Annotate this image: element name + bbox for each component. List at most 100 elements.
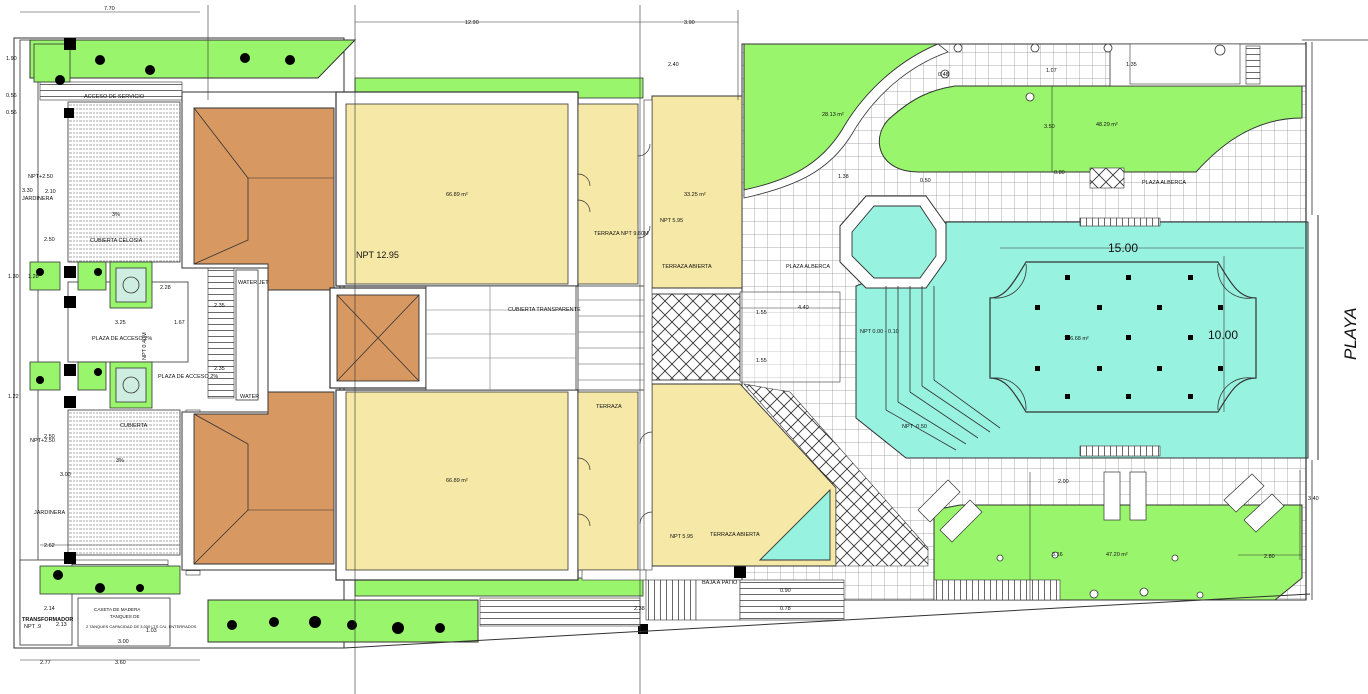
- dim-122: 1.22: [8, 394, 19, 400]
- pool-length: 10.00: [1208, 328, 1238, 342]
- dimension-lines: [20, 5, 1304, 694]
- dim-250b: 2.50: [44, 434, 55, 440]
- label-playa: PLAYA: [1341, 307, 1360, 360]
- label-transformador: TRANSFORMADOR: [22, 617, 73, 623]
- lounge-chairs: [917, 471, 1285, 543]
- dim-214: 2.14: [44, 606, 55, 612]
- site-boundary: [343, 39, 1368, 649]
- label-tanque-detail: 2 TANQUES CAPACIDAD DE 3,000 LTS C/U, EN…: [86, 624, 197, 629]
- dim-130: 1.30: [8, 274, 19, 280]
- label-terraza-npt: TERRAZA NPT 9.60M: [594, 231, 649, 237]
- label-npt-250a: NPT+2.50: [28, 174, 53, 180]
- label-water-jet: WATER JET: [238, 280, 269, 286]
- label-area-2813: 28.13 m²: [822, 112, 844, 118]
- right-gardens: [743, 43, 1307, 601]
- dim-340: 3.40: [1308, 496, 1319, 502]
- dim-360: 3.60: [115, 660, 126, 666]
- dim-300b: 3.00: [118, 639, 129, 645]
- label-npt-595a: NPT 5.95: [660, 218, 683, 224]
- label-terraza-abierta-a: TERRAZA ABIERTA: [662, 264, 712, 270]
- dim-210: 2.10: [45, 189, 56, 195]
- label-jardinera-a: JARDINERA: [22, 196, 54, 202]
- dim-235b: 2.35: [214, 366, 225, 372]
- garden-plants: [940, 43, 1226, 599]
- dim-200: 2.00: [1058, 479, 1069, 485]
- dim-190: 1.90: [6, 56, 17, 62]
- label-jardinera-b: JARDINERA: [34, 510, 66, 516]
- label-pct: 3%: [112, 212, 120, 218]
- dim-078: 0.78: [780, 606, 791, 612]
- pool-jets: [1035, 275, 1223, 399]
- label-npt-pool: NPT 0.00 - 0.10: [860, 329, 899, 335]
- dim-080: 0.80: [1054, 170, 1065, 176]
- label-npt-250b: NPT+2.50: [30, 438, 55, 444]
- dim-155b: 1.55: [756, 358, 767, 364]
- dim-top-right: 3.90: [684, 20, 695, 26]
- label-area-6689a: 66.89 m²: [446, 192, 468, 198]
- dim-107: 1.07: [1046, 68, 1057, 74]
- dim-350: 3.50: [1044, 124, 1055, 130]
- dim-262: 2.62: [44, 543, 55, 549]
- label-npt-595b: NPT 5.95: [670, 534, 693, 540]
- label-area-4720: 47.20 m²: [1106, 552, 1128, 558]
- label-cubierta-celosia: CUBIERTA CELOSIA: [90, 238, 143, 244]
- dim-top-mid: 12.90: [465, 20, 479, 26]
- dim-top-left: 7.70: [104, 6, 115, 12]
- columns: [64, 38, 746, 634]
- label-area-6689b: 66.89 m²: [446, 478, 468, 484]
- dim-213: 2.13: [56, 622, 67, 628]
- label-cubierta: CUBIERTA: [120, 423, 148, 429]
- dim-440: 4.40: [798, 305, 809, 311]
- label-acceso-servicio: ACCESO DE SERVICIO: [84, 94, 145, 100]
- dim-228: 2.28: [160, 285, 171, 291]
- dim-240: 2.40: [668, 62, 679, 68]
- label-area-17668: 176.68 m²: [1064, 336, 1089, 342]
- dim-056b: 0.56: [6, 110, 17, 116]
- label-npt-1295: NPT 12.95: [356, 250, 399, 260]
- main-house: [335, 91, 929, 627]
- dim-316: 3.16: [1052, 552, 1063, 558]
- label-plaza-alberca-a: PLAZA ALBERCA: [1142, 180, 1186, 186]
- label-terraza-abierta-b: TERRAZA ABIERTA: [710, 532, 760, 538]
- label-pct-b: 3%: [116, 458, 124, 464]
- label-area-3325: 33.25 m²: [684, 192, 706, 198]
- dim-277: 2.77: [40, 660, 51, 666]
- area-labels: ACCESO DE SERVICIO NPT+2.50 JARDINERA 3%…: [22, 94, 1186, 630]
- roof-left: [181, 91, 427, 571]
- dimension-texts: 7.70 12.90 3.90 2.40 1.90 0.56 0.56 1.07…: [6, 6, 1319, 666]
- dim-330: 3.30: [22, 188, 33, 194]
- label-plaza-alberca-b: PLAZA ALBERCA: [786, 264, 830, 270]
- left-gardens: [29, 39, 644, 643]
- dim-155a: 1.55: [756, 310, 767, 316]
- pool-width: 15.00: [1108, 241, 1138, 255]
- dim-048: 0.48: [938, 72, 949, 78]
- dim-167: 1.67: [174, 320, 185, 326]
- dim-325: 3.25: [115, 320, 126, 326]
- dim-103: 1.03: [146, 628, 157, 634]
- dim-135: 1.35: [1126, 62, 1137, 68]
- dim-300: 3.00: [60, 472, 71, 478]
- label-water: WATER: [240, 394, 259, 400]
- label-cubierta-transparente: CUBIERTA TRANSPARENTE: [508, 307, 581, 313]
- pool-dimensions: 15.00 10.00: [1108, 241, 1238, 342]
- label-terraza: TERRAZA: [596, 404, 622, 410]
- label-plaza-acceso-b: PLAZA DE ACCESO 2%: [158, 374, 218, 380]
- dim-090: 0.90: [780, 588, 791, 594]
- dim-235a: 2.35: [214, 303, 225, 309]
- label-tanques: TANQUES DE: [110, 614, 140, 619]
- label-area-4829: 48.29 m²: [1096, 122, 1118, 128]
- label-caseta: CASETA DE MADERA: [94, 607, 141, 612]
- dim-128: 1.28: [28, 274, 39, 280]
- pool: [839, 195, 1309, 459]
- dim-250a: 2.50: [44, 237, 55, 243]
- dim-056a: 0.56: [6, 93, 17, 99]
- label-plaza-acceso-a: PLAZA DE ACCESO 2%: [92, 336, 152, 342]
- label-npt-9: NPT .9: [24, 624, 41, 630]
- doors: [577, 143, 653, 527]
- dim-050: 0.50: [920, 178, 931, 184]
- label-bajada-patio: BAJA A PATIO: [702, 580, 738, 586]
- dim-238: 2.38: [634, 606, 645, 612]
- label-npt-050: NPT -0.50: [902, 424, 927, 430]
- label-npt-040: NPT 0.40M: [142, 332, 148, 360]
